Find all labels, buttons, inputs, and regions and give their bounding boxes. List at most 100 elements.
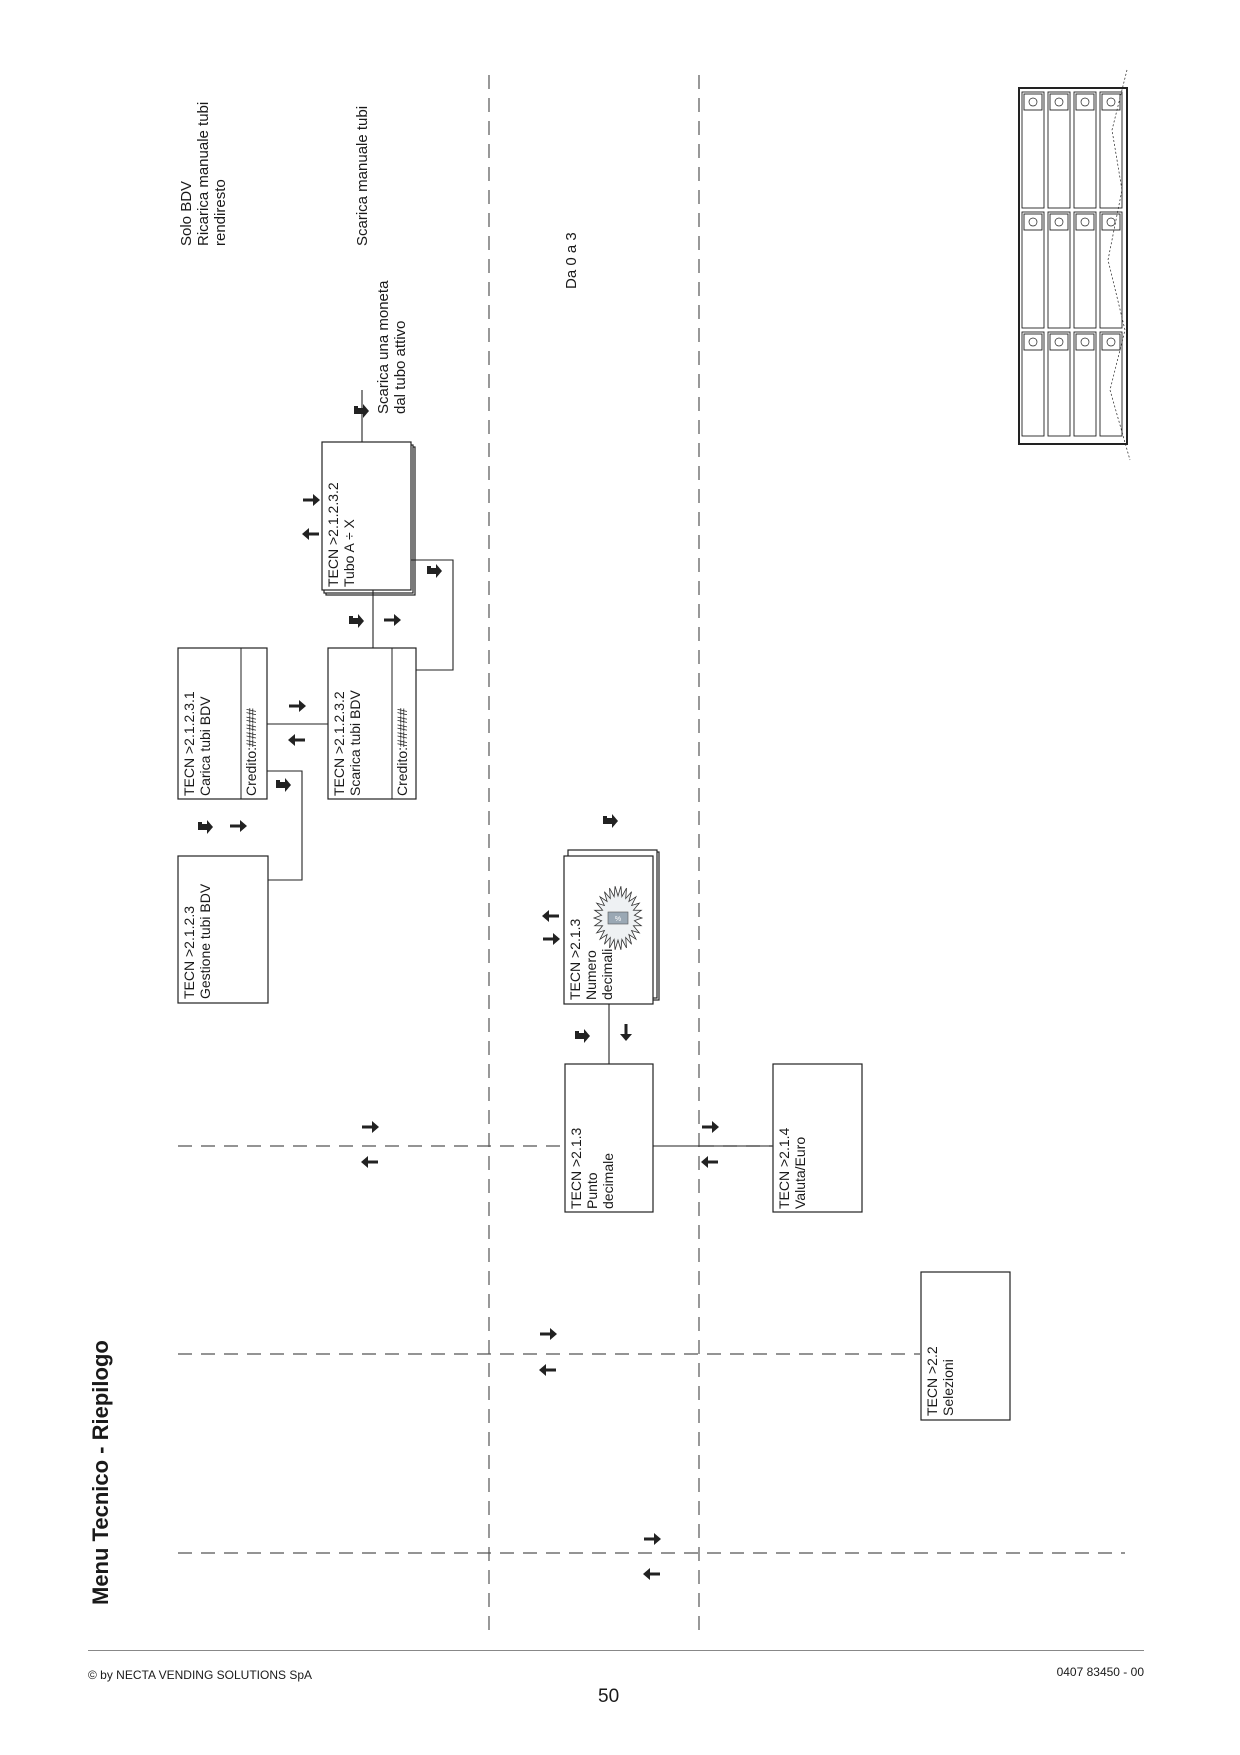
box-code: TECN >2.1.2.3.2 <box>325 482 341 587</box>
arrow-right-icon <box>303 494 320 506</box>
arrow-right-icon <box>644 1533 661 1545</box>
note-solo-bdv: Solo BDV Ricarica manuale tubi rendirest… <box>178 102 229 246</box>
connectors <box>267 390 773 1147</box>
box-label: decimali <box>599 948 615 1000</box>
box-carica <box>177 647 268 800</box>
page-title: Menu Tecnico - Riepilogo <box>88 1340 113 1605</box>
keypad-key <box>1099 331 1123 437</box>
box-gestione-text: TECN >2.1.2.3 Gestione tubi BDV <box>181 884 213 999</box>
box-code: TECN >2.1.2.3 <box>181 906 197 999</box>
keypad-key <box>1047 91 1071 209</box>
keypad-led-dot <box>1054 97 1064 107</box>
keypad-led-dot <box>1028 217 1038 227</box>
box-selezioni <box>920 1271 1011 1421</box>
keypad-key <box>1021 91 1045 209</box>
enter-icon <box>603 814 618 828</box>
svg-text:%: % <box>615 916 621 923</box>
note-line: Scarica una moneta <box>375 280 392 414</box>
footer-copyright: © by NECTA VENDING SOLUTIONS SpA <box>88 1668 313 1682</box>
keypad-key <box>1073 91 1097 209</box>
keypad-led-dot <box>1080 337 1090 347</box>
box-punto-text: TECN >2.1.3 Punto decimale <box>568 1128 616 1209</box>
keypad-key <box>1021 331 1045 437</box>
note-scarica-moneta: Scarica una moneta dal tubo attivo <box>375 281 409 414</box>
box-code: TECN >2.1.4 <box>776 1127 792 1209</box>
enter-icon <box>427 564 442 578</box>
keypad-led <box>1023 333 1043 351</box>
keypad-icon <box>1018 69 1131 461</box>
box-selezioni-text: TECN >2.2 Selezioni <box>924 1346 956 1416</box>
keypad-led <box>1049 213 1069 231</box>
keypad-led <box>1101 213 1121 231</box>
note-line: Ricarica manuale tubi <box>195 101 212 246</box>
keypad-led-dot <box>1054 337 1064 347</box>
box-dividers <box>240 648 393 799</box>
keypad-led-dot <box>1054 217 1064 227</box>
arrow-right-icon <box>543 933 560 945</box>
keypad-key <box>1047 331 1071 437</box>
credit-value: Credito:##### <box>243 708 259 796</box>
keypad-led <box>1075 333 1095 351</box>
box-label: Gestione tubi BDV <box>197 883 213 999</box>
keypad-key <box>1047 211 1071 329</box>
keypad-key <box>1073 331 1097 437</box>
credit-value: Credito:##### <box>394 708 410 796</box>
page-number: 50 <box>598 1686 620 1707</box>
box-carica-text: TECN >2.1.2.3.1 Carica tubi BDV <box>181 691 213 796</box>
arrow-left-icon <box>288 734 305 746</box>
arrow-left-icon <box>542 910 559 922</box>
footer-rule <box>88 1650 1144 1651</box>
column-dash-lines <box>488 75 700 1632</box>
keypad-led-dot <box>1028 337 1038 347</box>
blink-burst-icon: % <box>592 886 644 950</box>
arrow-left-icon <box>361 1156 378 1168</box>
box-label: Scarica tubi BDV <box>347 690 363 796</box>
keypad-key <box>1099 91 1123 209</box>
enter-icon <box>198 820 213 834</box>
box-label: Numero <box>583 950 599 1000</box>
box-code: TECN >2.1.2.3.2 <box>331 691 347 796</box>
keypad-led <box>1049 93 1069 111</box>
note-line: Solo BDV <box>178 180 195 246</box>
enter-icon <box>276 778 291 792</box>
arrow-left-icon <box>643 1568 660 1580</box>
keypad-key <box>1099 211 1123 329</box>
keypad-led-dot <box>1106 97 1116 107</box>
arrow-right-icon <box>702 1121 719 1133</box>
keypad-led <box>1023 213 1043 231</box>
box-scarica-text: TECN >2.1.2.3.2 Scarica tubi BDV <box>331 690 363 796</box>
box-label: Carica tubi BDV <box>197 696 213 796</box>
arrow-down-icon <box>620 1024 632 1041</box>
arrow-right-icon <box>289 700 306 712</box>
keypad-led-dot <box>1080 217 1090 227</box>
menu-boxes <box>177 441 1011 1421</box>
footer-doc-code: 0407 83450 - 00 <box>1056 1665 1144 1679</box>
box-scarica-credit: Credito:##### <box>394 708 410 796</box>
arrow-right-icon <box>230 820 247 832</box>
keypad-led-dot <box>1106 337 1116 347</box>
box-gestione <box>177 855 269 1004</box>
keypad-led <box>1075 213 1095 231</box>
box-code: TECN >2.2 <box>924 1346 940 1416</box>
note-line: Scarica manuale tubi <box>354 105 371 246</box>
box-tubo-text: TECN >2.1.2.3.2 Tubo A ÷ X <box>325 482 357 587</box>
note-line: dal tubo attivo <box>392 320 409 414</box>
box-tubo <box>321 441 412 591</box>
keypad-led <box>1101 333 1121 351</box>
note-scarica-manuale: Scarica manuale tubi <box>354 106 371 246</box>
keypad-key <box>1021 211 1045 329</box>
arrow-right-icon <box>362 1121 379 1133</box>
box-scarica <box>327 647 417 800</box>
keypad-led <box>1075 93 1095 111</box>
arrow-right-icon <box>384 614 401 626</box>
box-valuta <box>772 1063 863 1213</box>
box-code: TECN >2.1.3 <box>568 1127 584 1209</box>
box-carica-credit: Credito:##### <box>243 708 259 796</box>
arrow-left-icon <box>539 1364 556 1376</box>
keypad-key <box>1073 211 1097 329</box>
box-label: decimale <box>600 1152 616 1209</box>
box-numero-text: TECN >2.1.3 Numero decimali <box>567 919 615 1000</box>
box-valuta-text: TECN >2.1.4 Valuta/Euro <box>776 1128 808 1209</box>
note-da-0-a-3: Da 0 a 3 <box>563 232 580 289</box>
